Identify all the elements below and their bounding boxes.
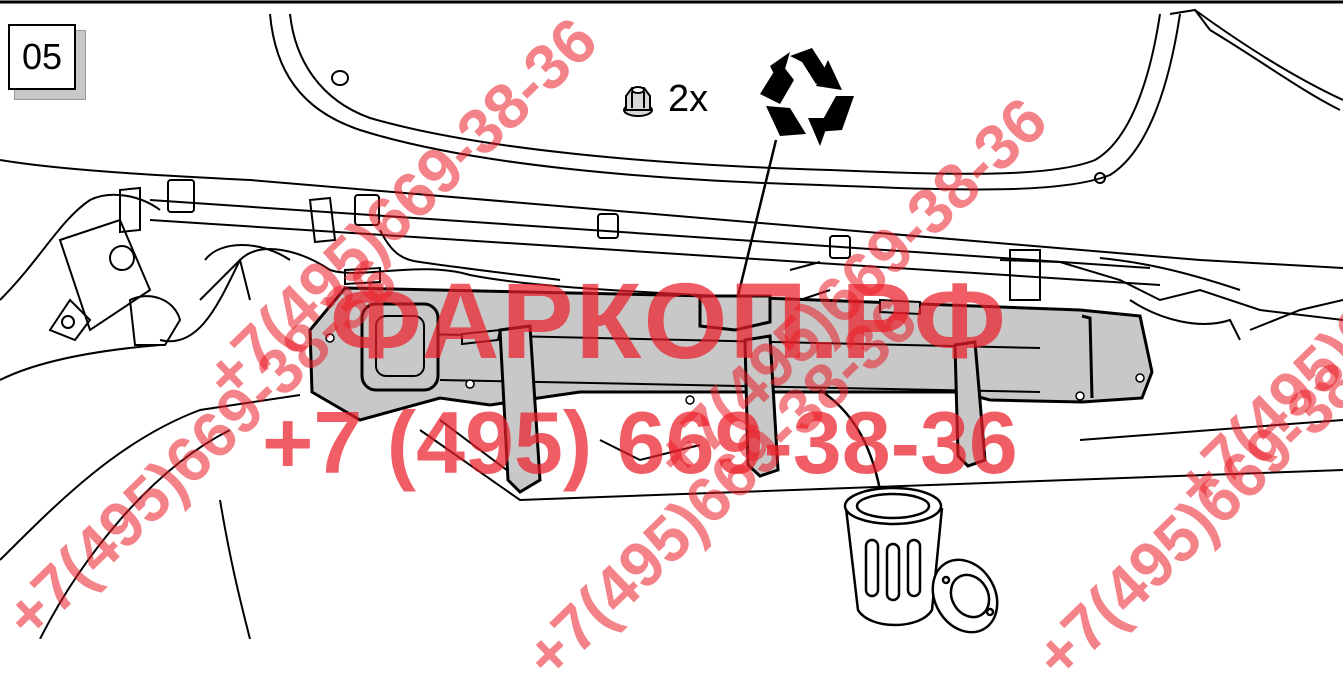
wiring-harness xyxy=(159,229,831,343)
lower-body-contour xyxy=(0,344,1343,639)
leader-lines xyxy=(736,139,882,491)
bumper-reinforcement-beam xyxy=(308,286,1154,494)
body-rails xyxy=(0,159,1343,286)
flange-nut-icon xyxy=(623,86,653,117)
fastener-quantity: 2x xyxy=(668,78,709,120)
trash-can-icon xyxy=(843,486,999,634)
installation-diagram xyxy=(0,0,1343,639)
right-body-structure xyxy=(999,249,1343,341)
recycle-icon xyxy=(760,48,854,146)
step-number: 05 xyxy=(8,24,76,90)
left-mount-bracket xyxy=(0,186,337,346)
tailgate-outline xyxy=(269,8,1343,191)
